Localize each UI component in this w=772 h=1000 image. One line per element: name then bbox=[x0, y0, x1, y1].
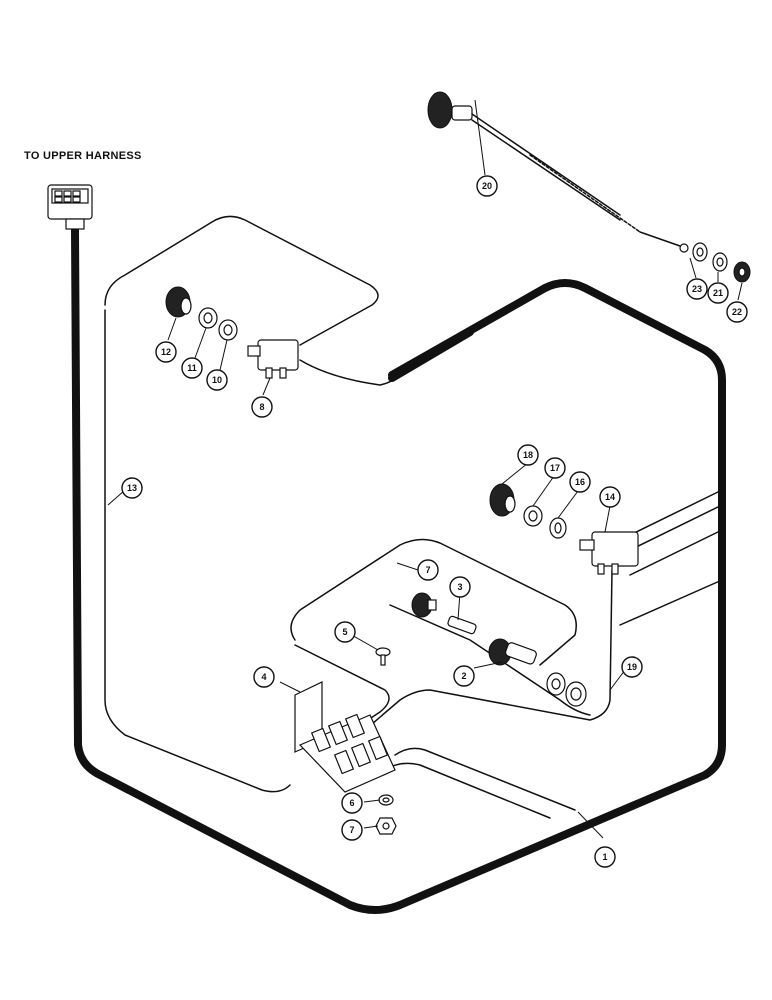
svg-text:8: 8 bbox=[259, 402, 264, 412]
switch-10 bbox=[247, 339, 299, 379]
callout-18: 18 bbox=[517, 444, 539, 466]
callout-4: 4 bbox=[253, 666, 275, 688]
callout-13: 12 bbox=[155, 341, 177, 363]
washer-6 bbox=[378, 794, 394, 806]
knob-18 bbox=[489, 483, 516, 517]
svg-text:19: 19 bbox=[627, 662, 637, 672]
callout-23: 23 bbox=[686, 278, 708, 300]
callout-15: 14 bbox=[599, 486, 621, 508]
main-harness-cable bbox=[71, 226, 726, 914]
callout-16: 16 bbox=[569, 471, 591, 493]
svg-text:12: 12 bbox=[161, 347, 171, 357]
wire-loop-8 bbox=[290, 538, 577, 666]
washer-21 bbox=[712, 252, 728, 272]
svg-text:7: 7 bbox=[425, 565, 430, 575]
callout-17: 17 bbox=[544, 457, 566, 479]
callout-10: 8 bbox=[251, 396, 273, 418]
wire-to-1 bbox=[394, 747, 576, 811]
callout-7: 167 bbox=[341, 819, 363, 841]
upper-harness-connector bbox=[47, 184, 93, 230]
callout-6: 6 bbox=[341, 792, 363, 814]
svg-text:23: 23 bbox=[692, 284, 702, 294]
callout-14: 13 bbox=[121, 477, 143, 499]
callout-19: 19 bbox=[621, 656, 643, 678]
svg-text:17: 17 bbox=[550, 463, 560, 473]
svg-text:18: 18 bbox=[523, 450, 533, 460]
fuse-3 bbox=[447, 615, 477, 635]
callout-11: 10 bbox=[206, 369, 228, 391]
wire-loop-inner bbox=[294, 644, 390, 736]
wire-19 bbox=[364, 569, 613, 731]
svg-text:22: 22 bbox=[732, 307, 742, 317]
wire-right-upper bbox=[619, 489, 723, 541]
svg-text:6: 6 bbox=[349, 798, 354, 808]
wire-loop-14 bbox=[104, 309, 291, 793]
callout-7-label: 7 bbox=[349, 825, 354, 835]
washer-12 bbox=[198, 307, 218, 329]
callout-12: 11 bbox=[181, 357, 203, 379]
svg-text:4: 4 bbox=[261, 672, 266, 682]
callout-8: 7 bbox=[417, 559, 439, 581]
screw-5 bbox=[375, 647, 391, 666]
washer-11 bbox=[218, 319, 238, 341]
svg-text:1: 1 bbox=[602, 852, 607, 862]
svg-text:20: 20 bbox=[482, 181, 492, 191]
fuse-line bbox=[389, 604, 591, 716]
knob-13 bbox=[165, 286, 192, 318]
svg-text:11: 11 bbox=[187, 363, 197, 373]
wire-right-lowest bbox=[629, 529, 723, 576]
nut-7 bbox=[375, 817, 397, 835]
washer-23 bbox=[692, 242, 708, 262]
washer-17 bbox=[523, 505, 543, 527]
washer-16 bbox=[549, 517, 567, 539]
svg-text:10: 10 bbox=[212, 375, 222, 385]
callout-5: 5 bbox=[334, 621, 356, 643]
wire-switch10 bbox=[299, 359, 401, 386]
svg-text:21: 21 bbox=[713, 288, 723, 298]
wire-heavy-segment bbox=[388, 328, 474, 382]
choke-cable-20 bbox=[427, 91, 689, 253]
callout-1: 1 bbox=[594, 846, 616, 868]
callout-3: 3 bbox=[449, 576, 471, 598]
callout-2: 2 bbox=[453, 665, 475, 687]
fuse-cap bbox=[411, 592, 437, 618]
fuse-holder-2 bbox=[488, 638, 537, 666]
svg-text:2: 2 bbox=[461, 671, 466, 681]
upper-harness-label: TO UPPER HARNESS bbox=[24, 150, 142, 162]
svg-text:13: 13 bbox=[127, 483, 137, 493]
washer-fuse-b bbox=[565, 681, 587, 707]
wire-upper-loop bbox=[104, 215, 379, 346]
svg-text:5: 5 bbox=[342, 627, 347, 637]
wire-right-low bbox=[619, 579, 723, 626]
nut-22 bbox=[733, 261, 751, 283]
washer-fuse-a bbox=[546, 672, 566, 696]
terminal-block bbox=[298, 713, 396, 793]
leader-lines bbox=[107, 99, 743, 839]
callout-20: 20 bbox=[476, 175, 498, 197]
callout-22: 22 bbox=[726, 301, 748, 323]
svg-text:16: 16 bbox=[575, 477, 585, 487]
svg-text:3: 3 bbox=[457, 582, 462, 592]
switch-15 bbox=[579, 531, 639, 575]
callout-21: 21 bbox=[707, 282, 729, 304]
svg-text:14: 14 bbox=[605, 492, 615, 502]
